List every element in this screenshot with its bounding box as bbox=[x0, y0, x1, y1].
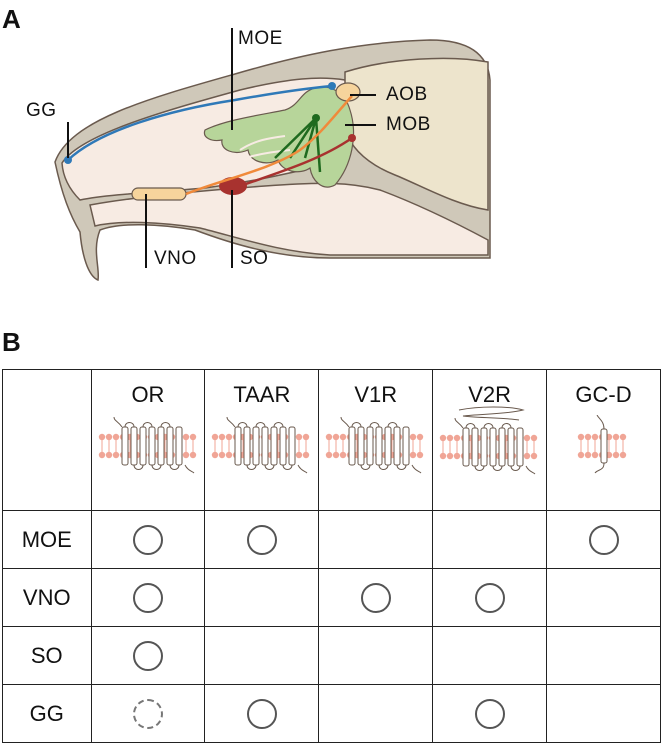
row-label: VNO bbox=[2, 568, 92, 627]
table-cell bbox=[90, 684, 206, 743]
mouse-head-sagittal-diagram bbox=[54, 28, 491, 282]
aob-shape bbox=[335, 82, 361, 102]
table-cell bbox=[90, 510, 206, 569]
row-label: SO bbox=[2, 626, 92, 685]
seven-tm-icon bbox=[212, 416, 310, 474]
aob-label: AOB bbox=[386, 84, 428, 105]
table-cell bbox=[546, 510, 661, 569]
column-name: TAAR bbox=[233, 382, 291, 407]
gg-axon bbox=[67, 84, 333, 161]
table-cell bbox=[318, 568, 434, 627]
column-header-or: OR bbox=[90, 369, 206, 511]
row-label: MOE bbox=[2, 510, 92, 569]
table-cell bbox=[318, 684, 434, 743]
table-cell bbox=[204, 510, 320, 569]
table-cell bbox=[546, 684, 661, 743]
single-tm-icon bbox=[577, 415, 627, 474]
seven-tm-icon bbox=[326, 416, 424, 474]
moe-label: MOE bbox=[238, 28, 283, 49]
moe-axon bbox=[274, 117, 322, 173]
dashed-circle-icon bbox=[132, 698, 163, 729]
table-row: VNO bbox=[2, 568, 661, 627]
circle-icon bbox=[474, 582, 505, 613]
column-header-v1r: V1R bbox=[318, 369, 434, 511]
circle-icon bbox=[360, 582, 391, 613]
brain-shape bbox=[344, 57, 489, 211]
circle-icon bbox=[132, 582, 163, 613]
circle-icon bbox=[246, 524, 277, 555]
gg-label: GG bbox=[26, 100, 57, 121]
mob-label: MOB bbox=[386, 114, 431, 135]
vno-shape bbox=[131, 187, 187, 201]
seven-tm-with-extracellular-domain-icon bbox=[439, 406, 538, 475]
column-name: OR bbox=[131, 382, 165, 407]
table-row: SO bbox=[2, 626, 661, 685]
so-label: SO bbox=[240, 248, 269, 269]
table-cell bbox=[90, 568, 206, 627]
so-shape bbox=[219, 177, 247, 195]
column-name: V1R bbox=[354, 382, 398, 407]
table-cell bbox=[546, 626, 661, 685]
table-cell bbox=[432, 626, 548, 685]
row-label: GG bbox=[2, 684, 92, 743]
circle-icon bbox=[246, 698, 277, 729]
table-cell bbox=[318, 510, 434, 569]
table-row: GG bbox=[2, 684, 661, 743]
seven-tm-icon bbox=[98, 416, 196, 474]
column-name: V2R bbox=[468, 382, 512, 407]
column-name: GC-D bbox=[575, 382, 632, 407]
receptor-expression-table: OR TAAR V1R V2R GC-D MOE VNO bbox=[2, 369, 661, 743]
column-header-v2r: V2R bbox=[432, 369, 548, 511]
table-cell bbox=[204, 684, 320, 743]
panel-label-a: A bbox=[2, 4, 21, 34]
panel-label-b: B bbox=[2, 327, 21, 357]
circle-icon bbox=[132, 524, 163, 555]
table-cell bbox=[204, 568, 320, 627]
circle-icon bbox=[132, 640, 163, 671]
column-header-taar: TAAR bbox=[204, 369, 320, 511]
column-header-gc-d: GC-D bbox=[546, 369, 661, 511]
so-axon bbox=[239, 136, 353, 188]
table-row: MOE bbox=[2, 510, 661, 569]
table-cell bbox=[546, 568, 661, 627]
table-cell bbox=[432, 684, 548, 743]
table-cell bbox=[204, 626, 320, 685]
table-cell bbox=[432, 568, 548, 627]
table-cell bbox=[432, 510, 548, 569]
circle-icon bbox=[474, 698, 505, 729]
vno-label: VNO bbox=[154, 248, 197, 269]
circle-icon bbox=[588, 524, 619, 555]
corner-cell bbox=[2, 369, 92, 511]
gg-cell bbox=[64, 156, 72, 164]
table-cell bbox=[318, 626, 434, 685]
header-row: OR TAAR V1R V2R GC-D bbox=[2, 369, 661, 511]
table-cell bbox=[90, 626, 206, 685]
vno-axon bbox=[185, 95, 353, 196]
